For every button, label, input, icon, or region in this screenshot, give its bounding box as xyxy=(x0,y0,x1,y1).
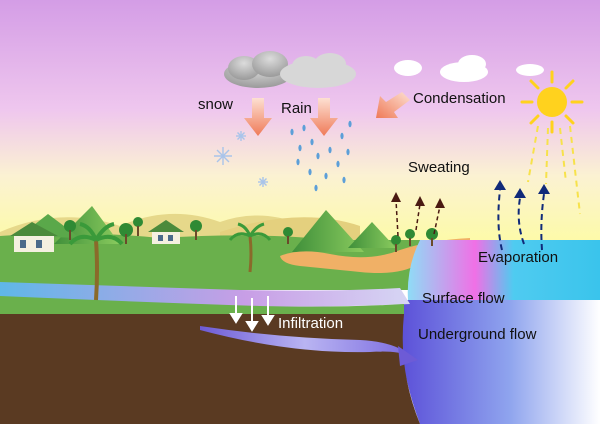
condensation-label: Condensation xyxy=(413,91,506,106)
sweating-label: Sweating xyxy=(408,160,470,175)
snowflake-icon-2 xyxy=(236,131,246,141)
cloud-white-1 xyxy=(394,60,422,76)
deep-water xyxy=(399,300,600,424)
surface-flow-label: Surface flow xyxy=(422,291,505,306)
evaporation-label: Evaporation xyxy=(478,250,558,265)
snow-label: snow xyxy=(198,97,233,112)
snowflake-icon-3 xyxy=(258,177,268,187)
sun-icon xyxy=(522,72,582,132)
rain-label: Rain xyxy=(281,101,312,116)
underground-flow-label: Underground flow xyxy=(418,327,536,342)
infiltration-label: Infiltration xyxy=(278,316,343,331)
cloud-white-3 xyxy=(516,64,544,76)
